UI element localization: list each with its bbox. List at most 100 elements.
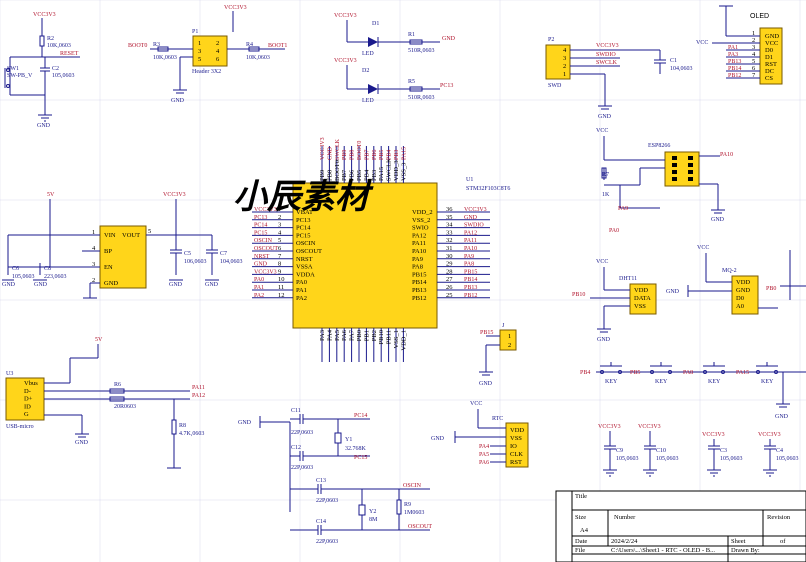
ldo-vin-net: 5V bbox=[47, 192, 55, 198]
mcu-top-pin: VSS_3 bbox=[400, 163, 407, 181]
svg-text:GND: GND bbox=[597, 337, 611, 343]
stm32-mcu: U1 STM32F103C8T6 VBAT1VCC3V3PC132PC13PC1… bbox=[252, 137, 510, 362]
esp8266-module: ESP8266 VCC R7 1K PA10 PA9 PA0 GND bbox=[596, 128, 733, 234]
mcu-right-pin-num: 35 bbox=[446, 214, 453, 221]
ldo-c8-val: 223,0603 bbox=[44, 274, 67, 280]
oled-pin: D1 bbox=[765, 54, 773, 61]
svg-text:GND: GND bbox=[169, 282, 183, 288]
swd-pin-3: 3 bbox=[563, 55, 566, 62]
swd-pin-1: 1 bbox=[563, 71, 566, 78]
title-block: Title Size A4 Number Revision Date 2024/… bbox=[555, 490, 806, 562]
led1-vcc: VCC3V3 bbox=[334, 13, 357, 19]
led1-net: GND bbox=[442, 36, 456, 42]
svg-text:GND: GND bbox=[205, 282, 219, 288]
oled-pin: CS bbox=[765, 75, 773, 82]
mcu-right-pin-num: 36 bbox=[446, 206, 453, 213]
mq2-pin: VDD bbox=[736, 279, 750, 286]
mcu-right-net: PB13 bbox=[464, 285, 477, 291]
key-label: KEY bbox=[761, 379, 774, 385]
ldo-pin-num: 2 bbox=[92, 277, 95, 284]
led-circuit: VCC3V3 D1 LED R1 510R,0603 GND VCC3V3 D2… bbox=[334, 13, 456, 104]
tb-size-label: Size bbox=[575, 514, 586, 521]
esp-ref: ESP8266 bbox=[648, 143, 670, 149]
reset-c-ref: C2 bbox=[52, 66, 59, 72]
c14-ref: C14 bbox=[316, 519, 326, 525]
boot0-net: BOOT0 bbox=[128, 43, 147, 49]
xtal-net-pc15: PC15 bbox=[354, 455, 367, 461]
oled-ref: OLED bbox=[750, 13, 769, 20]
usb-pin: D+ bbox=[24, 396, 33, 403]
led2-r-val: 510R,0603 bbox=[408, 95, 435, 101]
mcu-top-net: BOOT0 bbox=[357, 141, 363, 160]
mcu-top-net: PB6 bbox=[372, 150, 378, 160]
tb-revision: Revision bbox=[767, 514, 791, 521]
decoup-val: 105,0603 bbox=[616, 456, 639, 462]
mcu-bottom-pin: PA6 bbox=[341, 329, 348, 341]
ldo-out-pin: VOUT bbox=[122, 232, 140, 239]
tb-date-label: Date bbox=[575, 538, 587, 545]
svg-text:GND: GND bbox=[2, 282, 16, 288]
led1-r-ref: R1 bbox=[408, 32, 415, 38]
decoup-vcc: VCC3V3 bbox=[702, 432, 725, 438]
mcu-left-net: VCC3V3 bbox=[254, 207, 277, 213]
mcu-right-pin: PA11 bbox=[412, 240, 426, 247]
boot-r4-ref: R4 bbox=[246, 42, 253, 48]
boot-pin-4: 4 bbox=[216, 48, 220, 55]
r9-ref: R9 bbox=[404, 502, 411, 508]
mcu-top-pin: PB9 bbox=[319, 170, 326, 181]
mcu-left-pin: PC13 bbox=[296, 217, 310, 224]
reset-sw-val: SW-PB_V bbox=[7, 73, 33, 79]
boot-pin-3: 3 bbox=[198, 48, 201, 55]
oled-pin: GND bbox=[765, 33, 779, 40]
mcu-right-net: PA11 bbox=[464, 238, 477, 244]
ldo-c8-ref: C8 bbox=[44, 266, 51, 272]
mcu-right-pin-num: 31 bbox=[446, 245, 453, 252]
mcu-right-pin-num: 26 bbox=[446, 284, 453, 291]
ldo-c5-val: 106,0603 bbox=[184, 259, 207, 265]
mcu-left-pin-num: 2 bbox=[278, 214, 281, 221]
tb-title: Title bbox=[575, 493, 587, 500]
key-net: PA8 bbox=[683, 370, 693, 376]
mcu-bottom-pin: VDD_1 bbox=[400, 330, 407, 351]
reset-r-ref: R2 bbox=[47, 36, 54, 42]
rtc-net: PA6 bbox=[479, 460, 489, 466]
tb-drawn: Drawn By: bbox=[731, 547, 760, 554]
decoup-vcc: VCC3V3 bbox=[638, 424, 661, 430]
reset-vcc-label: VCC3V3 bbox=[33, 12, 56, 18]
mcu-top-pin: PB5 bbox=[356, 170, 363, 181]
esp-r-val: 1K bbox=[602, 192, 610, 198]
mcu-left-net: PC15 bbox=[254, 230, 267, 236]
mcu-top-net: PB4 bbox=[387, 150, 393, 160]
mcu-part: STM32F103C8T6 bbox=[466, 186, 510, 192]
tb-of: of bbox=[780, 538, 786, 545]
tb-file: C:\Users\...\Sheet1 - RTC - OLED - B... bbox=[611, 547, 715, 554]
mcu-left-pin: NRST bbox=[296, 256, 313, 263]
reset-net: RESET bbox=[60, 51, 79, 57]
buzzer-net: PB15 bbox=[480, 330, 493, 336]
swd-val: SWD bbox=[548, 83, 562, 89]
mcu-right-pin-num: 34 bbox=[446, 222, 453, 229]
mcu-right-pin: PA10 bbox=[412, 248, 426, 255]
oled-net: PB12 bbox=[728, 73, 741, 79]
mcu-top-pin: PB7 bbox=[341, 169, 348, 181]
key-label: KEY bbox=[655, 379, 668, 385]
usb-val: USB-micro bbox=[6, 424, 34, 430]
mcu-bottom-pin: PA3 bbox=[319, 330, 326, 341]
mcu-left-net: OSCIN bbox=[254, 238, 273, 244]
svg-text:GND: GND bbox=[37, 123, 51, 129]
svg-text:GND: GND bbox=[171, 98, 185, 104]
led2-r-ref: R5 bbox=[408, 79, 415, 85]
ldo-vout-net: VCC3V3 bbox=[163, 192, 186, 198]
mcu-right-pin-num: 33 bbox=[446, 229, 453, 236]
mcu-top-pin: PB4 bbox=[363, 169, 370, 181]
oled-net: PA1 bbox=[728, 45, 738, 51]
mcu-right-pin: PA12 bbox=[412, 232, 426, 239]
dht-pin: VDD bbox=[634, 287, 648, 294]
y2-val: 8M bbox=[369, 517, 378, 523]
ldo-pin: BP bbox=[104, 248, 112, 255]
mcu-top-net: VCC3V3 bbox=[320, 137, 326, 160]
